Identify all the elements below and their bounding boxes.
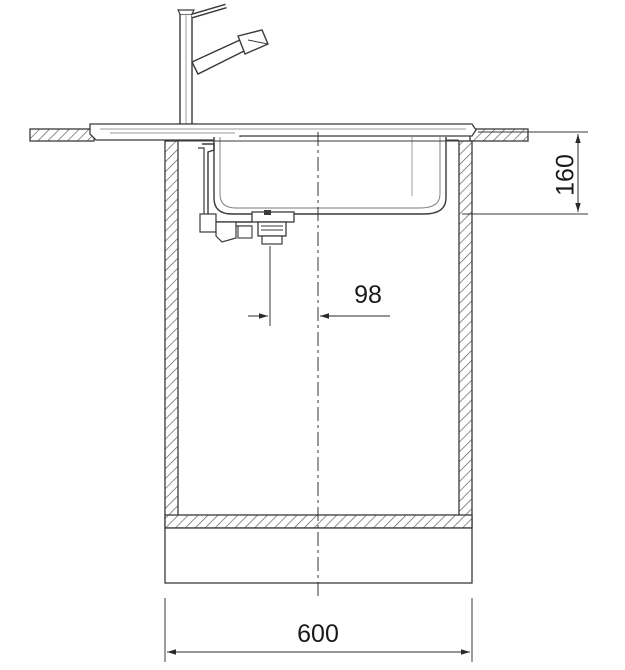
- dimension-bowl-depth: 160: [462, 131, 588, 215]
- dimension-cabinet-width: 600: [164, 598, 473, 662]
- drain-assembly: [198, 143, 295, 245]
- sink-rim: [89, 123, 477, 141]
- cabinet-width-label: 600: [297, 620, 339, 648]
- faucet: [175, 3, 269, 135]
- sink-bowl: [213, 137, 467, 215]
- bowl-depth-label: 160: [552, 154, 580, 196]
- dimension-drain-offset: 98: [248, 246, 390, 326]
- drain-offset-label: 98: [354, 281, 382, 309]
